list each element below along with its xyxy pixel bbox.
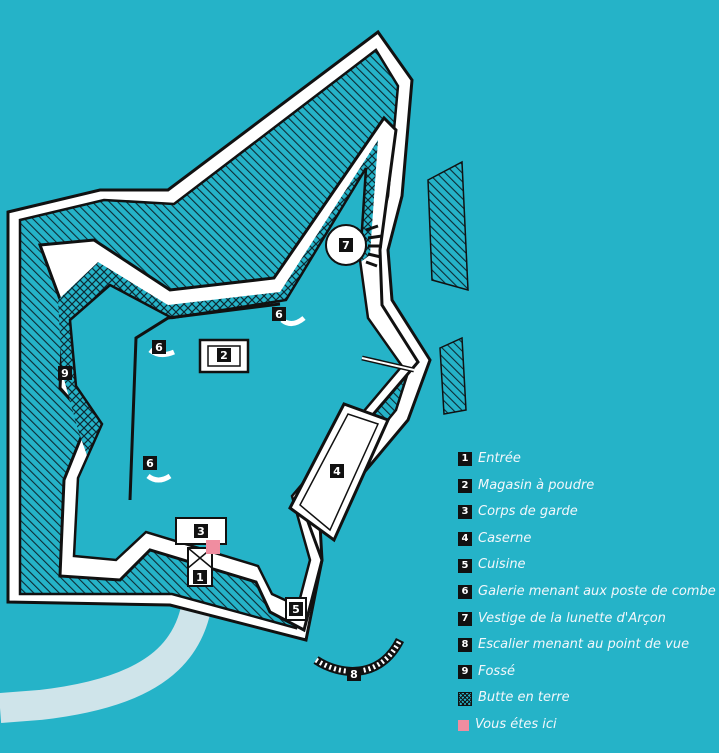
gallery-entry-icon (146, 473, 172, 483)
svg-text:7: 7 (342, 239, 350, 252)
svg-text:1: 1 (196, 571, 204, 584)
outwork-east (439, 336, 467, 415)
map-marker-3: 3 (194, 524, 208, 538)
map-marker-4: 4 (330, 464, 344, 478)
svg-text:6: 6 (155, 341, 163, 354)
map-marker-6a: 6 (152, 340, 166, 354)
you-are-here-marker (206, 540, 220, 554)
svg-text:6: 6 (275, 308, 283, 321)
stairway (313, 637, 405, 676)
gallery-entry-icon (280, 316, 306, 326)
gallery-wall (128, 302, 281, 501)
map-marker-1: 1 (193, 570, 207, 584)
here-swatch-icon (458, 719, 469, 731)
svg-text:4: 4 (333, 465, 341, 478)
map-marker-8: 8 (347, 667, 361, 681)
svg-text:9: 9 (61, 367, 69, 380)
map-marker-6c: 6 (143, 456, 157, 470)
map-marker-6b: 6 (272, 307, 286, 321)
svg-text:8: 8 (350, 668, 358, 681)
svg-text:6: 6 (146, 457, 154, 470)
svg-text:5: 5 (292, 603, 300, 616)
gallery-entry-icon (148, 347, 175, 358)
svg-text:3: 3 (197, 525, 205, 538)
legend-item-butte: Butte en terre (458, 685, 719, 712)
map-marker-5: 5 (289, 602, 303, 616)
map-marker-2: 2 (217, 348, 231, 362)
legend-item-here: Vous étes ici (458, 712, 719, 739)
outwork-north (427, 160, 469, 291)
svg-text:2: 2 (220, 349, 228, 362)
butte-swatch-icon (458, 691, 472, 706)
lunette-steps (365, 224, 383, 268)
courtyard (68, 167, 404, 608)
map-marker-9: 9 (58, 366, 72, 380)
map-marker-7: 7 (339, 238, 353, 252)
